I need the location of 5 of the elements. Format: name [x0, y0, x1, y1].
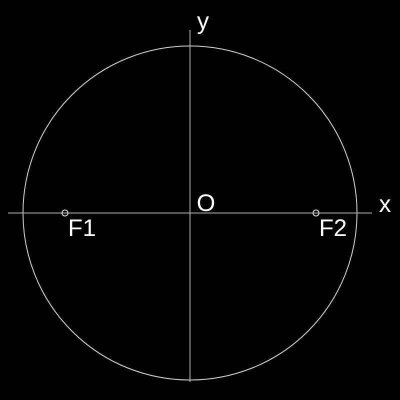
- axis-label: y: [197, 10, 209, 34]
- focus-label: F1: [68, 217, 96, 241]
- axis-label: x: [379, 193, 391, 217]
- focus-label: F2: [319, 217, 347, 241]
- origin-label: O: [196, 192, 216, 216]
